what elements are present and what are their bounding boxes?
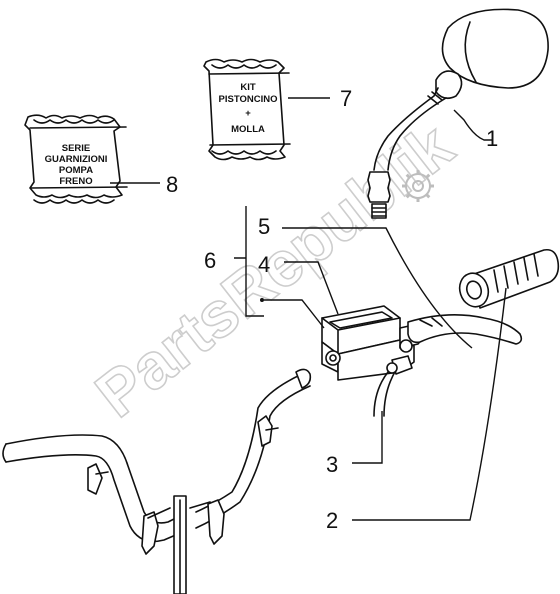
callout-3: 3 bbox=[326, 452, 338, 477]
callout-4: 4 bbox=[258, 252, 270, 277]
callout-8: 8 bbox=[166, 172, 178, 197]
handlebar-grip bbox=[458, 248, 560, 309]
brake-master-cylinder bbox=[321, 305, 427, 381]
gear-icon bbox=[402, 170, 434, 202]
brake-hose bbox=[373, 362, 398, 417]
bag-8-line4: FRENO bbox=[59, 176, 92, 187]
callout-6: 6 bbox=[204, 248, 216, 273]
bag-7-line3: + bbox=[245, 108, 251, 119]
callout-7: 7 bbox=[340, 86, 352, 111]
bag-7-line1: KIT bbox=[240, 82, 256, 93]
gasket-set-bag: SERIE GUARNIZIONI POMPA FRENO bbox=[24, 114, 128, 204]
callout-5: 5 bbox=[258, 214, 270, 239]
callouts: 1 2 3 4 5 6 7 8 bbox=[166, 86, 498, 533]
bag-8-line1: SERIE bbox=[62, 143, 91, 154]
bag-7-line4: MOLLA bbox=[231, 124, 265, 135]
brake-lever bbox=[407, 314, 523, 345]
bag-8-line3: POMPA bbox=[59, 165, 93, 176]
handlebar bbox=[2, 368, 312, 594]
bag-8-line2: GUARNIZIONI bbox=[45, 154, 108, 165]
leader-lines bbox=[110, 97, 507, 521]
rear-mirror bbox=[367, 8, 549, 219]
piston-kit-bag: KIT PISTONCINO + MOLLA bbox=[203, 58, 291, 161]
callout-1: 1 bbox=[486, 126, 498, 151]
callout-2: 2 bbox=[326, 508, 338, 533]
bag-7-line2: PISTONCINO bbox=[219, 94, 278, 105]
